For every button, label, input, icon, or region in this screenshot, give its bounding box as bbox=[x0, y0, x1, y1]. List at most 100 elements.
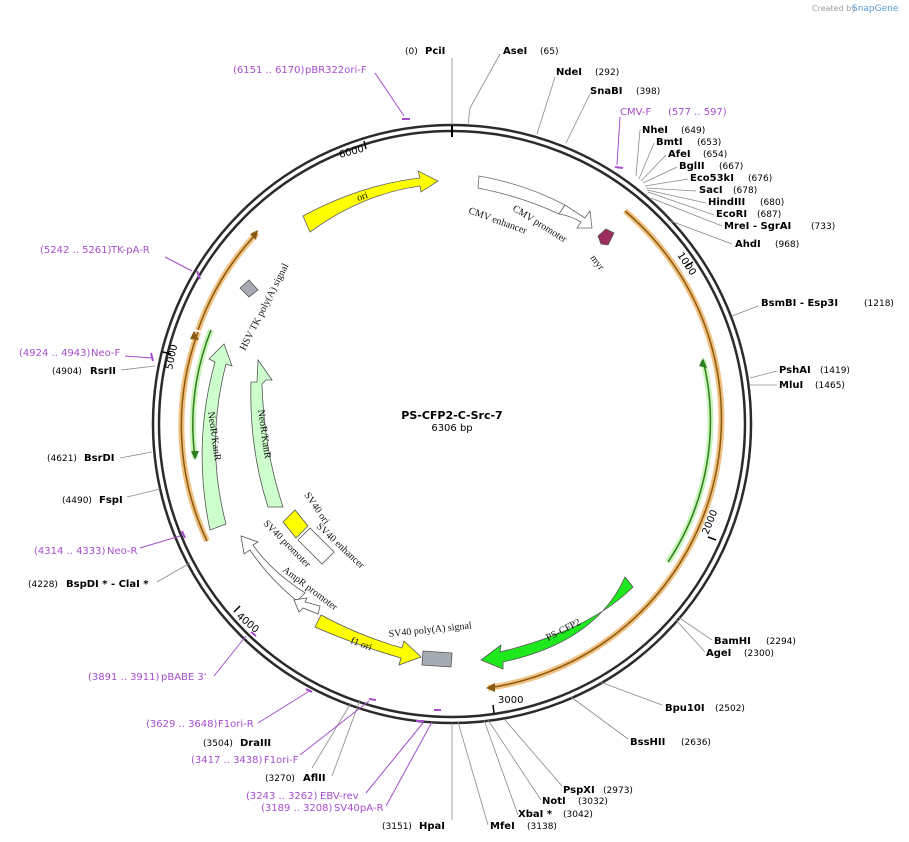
enzyme-name[interactable]: AhdI bbox=[735, 239, 761, 250]
enzyme-pos: (2300) bbox=[744, 649, 774, 659]
enzyme-name[interactable]: EcoRI bbox=[716, 209, 747, 220]
enzymes-left: (0) PciI (4904) RsrII (4621) BsrDI (4490… bbox=[28, 46, 445, 832]
primer-name[interactable]: F1ori-F bbox=[264, 755, 299, 766]
primer-range: (3417 .. 3438) bbox=[191, 755, 263, 766]
enzyme-name[interactable]: PciI bbox=[425, 46, 445, 57]
primer-range: (3891 .. 3911) bbox=[88, 672, 160, 683]
feature-hsv-tk-polya[interactable]: HSV TK poly(A) signal bbox=[238, 262, 291, 353]
enzyme-pos: (1419) bbox=[820, 366, 850, 376]
enzyme-name[interactable]: Eco53kI bbox=[690, 173, 734, 184]
enzyme-name[interactable]: NotI bbox=[542, 796, 566, 807]
enzyme-pos: (968) bbox=[775, 240, 799, 250]
enzyme-name[interactable]: NdeI bbox=[556, 67, 582, 78]
enzyme-pos: (676) bbox=[748, 174, 772, 184]
feature-ps-cfp2[interactable]: PS-CFP2 bbox=[480, 576, 634, 670]
enzyme-name[interactable]: AflII bbox=[303, 773, 326, 784]
enzymes-right: AseI (65) NdeI (292) SnaBI (398) NheI (6… bbox=[490, 46, 894, 832]
orf-line-left-1 bbox=[180, 331, 208, 542]
enzyme-pos: (649) bbox=[681, 126, 705, 136]
enzyme-name[interactable]: FspI bbox=[99, 495, 123, 506]
primer-range: (5242 .. 5261) bbox=[40, 245, 112, 256]
green-orf-line-left bbox=[192, 329, 212, 459]
primer-name[interactable]: pBR322ori-F bbox=[305, 65, 367, 76]
tick-1000-mark bbox=[684, 261, 694, 268]
enzyme-name[interactable]: AseI bbox=[503, 46, 527, 57]
enzyme-name[interactable]: BspDI * - ClaI * bbox=[66, 579, 149, 590]
enzyme-name[interactable]: XbaI * bbox=[518, 809, 553, 820]
feature-sv40-polya-label: SV40 poly(A) signal bbox=[388, 620, 472, 640]
enzyme-name[interactable]: AfeI bbox=[668, 149, 691, 160]
enzyme-pos: (1465) bbox=[815, 381, 845, 391]
enzyme-name[interactable]: DraIII bbox=[240, 738, 271, 749]
enzyme-pos: (2973) bbox=[603, 786, 633, 796]
enzyme-name[interactable]: NheI bbox=[642, 125, 668, 136]
feature-myr[interactable]: myr bbox=[588, 228, 615, 273]
enzyme-pos: (4904) bbox=[52, 367, 82, 377]
enzyme-name[interactable]: PspXI bbox=[563, 785, 595, 796]
orf-arrowhead-left-2 bbox=[250, 230, 258, 240]
feature-ori[interactable]: ori bbox=[302, 170, 439, 233]
credit-prefix: Created by bbox=[812, 4, 856, 13]
enzyme-name[interactable]: BssHII bbox=[630, 737, 665, 748]
enzyme-pos: (2294) bbox=[766, 637, 796, 647]
primer-name[interactable]: EBV-rev bbox=[320, 791, 359, 802]
enzyme-pos: (733) bbox=[811, 222, 835, 232]
orf-outline-right bbox=[487, 208, 725, 691]
credit-brand: SnapGene bbox=[852, 4, 899, 14]
enzyme-name[interactable]: BsrDI bbox=[84, 453, 115, 464]
enzyme-name[interactable]: SnaBI bbox=[590, 86, 622, 97]
enzyme-pos: (4621) bbox=[47, 454, 77, 464]
enzyme-leaders bbox=[119, 53, 778, 826]
enzyme-name[interactable]: Bpu10I bbox=[665, 703, 705, 714]
orf-arrowhead-left-1 bbox=[190, 331, 199, 340]
enzyme-name[interactable]: AgeI bbox=[706, 648, 731, 659]
enzyme-name[interactable]: SacI bbox=[699, 185, 723, 196]
primer-range: (4924 .. 4943) bbox=[19, 348, 91, 359]
enzyme-name[interactable]: PshAI bbox=[779, 365, 811, 376]
enzyme-name[interactable]: MreI - SgrAI bbox=[724, 221, 791, 232]
primer-range: (3629 .. 3648) bbox=[146, 719, 218, 730]
tick-2000-mark bbox=[707, 536, 717, 541]
enzyme-pos: (4490) bbox=[62, 496, 92, 506]
primer-range: (3243 .. 3262) bbox=[246, 791, 318, 802]
enzyme-pos: (1218) bbox=[864, 299, 894, 309]
enzyme-pos: (667) bbox=[719, 162, 743, 172]
enzyme-name[interactable]: HindIII bbox=[708, 197, 745, 208]
enzyme-pos: (2502) bbox=[715, 704, 745, 714]
primer-name[interactable]: Neo-F bbox=[91, 348, 121, 359]
enzyme-name[interactable]: MfeI bbox=[490, 821, 515, 832]
enzyme-pos: (3042) bbox=[563, 810, 593, 820]
primer-labels: (6151 .. 6170) pBR322ori-F CMV-F (577 ..… bbox=[19, 65, 727, 814]
primer-range: (4314 .. 4333) bbox=[34, 546, 106, 557]
enzyme-name[interactable]: RsrII bbox=[90, 366, 116, 377]
enzyme-name[interactable]: HpaI bbox=[419, 821, 445, 832]
enzyme-name[interactable]: BsmBI - Esp3I bbox=[761, 298, 838, 309]
primer-name[interactable]: CMV-F bbox=[620, 107, 651, 118]
enzyme-name[interactable]: BamHI bbox=[714, 636, 751, 647]
feature-sv40-ori-label: SV40 ori bbox=[302, 490, 332, 526]
primer-name[interactable]: pBABE 3' bbox=[161, 672, 207, 683]
enzyme-pos: (687) bbox=[757, 210, 781, 220]
primer-name[interactable]: SV40pA-R bbox=[334, 803, 383, 814]
enzyme-name[interactable]: BmtI bbox=[656, 137, 683, 148]
plasmid-size: 6306 bp bbox=[431, 423, 472, 434]
green-orf-arrow-left bbox=[191, 451, 199, 460]
feature-neor-kanr-1[interactable]: NeoR/KanR bbox=[201, 343, 233, 531]
enzyme-name[interactable]: BglII bbox=[679, 161, 705, 172]
tick-5000-mark bbox=[162, 351, 172, 355]
feature-myr-label: myr bbox=[588, 253, 607, 273]
enzyme-pos: (65) bbox=[540, 47, 558, 57]
feature-f1-ori[interactable]: f1 ori bbox=[314, 614, 422, 666]
enzyme-pos: (3270) bbox=[265, 774, 295, 784]
orf-arrowhead-right bbox=[486, 683, 495, 692]
orf-line-right bbox=[487, 210, 723, 689]
enzyme-pos: (0) bbox=[405, 47, 418, 57]
primer-name[interactable]: Neo-R bbox=[107, 546, 138, 557]
enzyme-name[interactable]: MluI bbox=[779, 380, 803, 391]
feature-neor-kanr-2[interactable]: NeoR/KanR bbox=[250, 358, 284, 508]
green-orf-arrow-right bbox=[699, 358, 707, 368]
enzyme-pos: (654) bbox=[703, 150, 727, 160]
primer-name[interactable]: TK-pA-R bbox=[110, 245, 150, 256]
primer-name[interactable]: F1ori-R bbox=[218, 719, 254, 730]
